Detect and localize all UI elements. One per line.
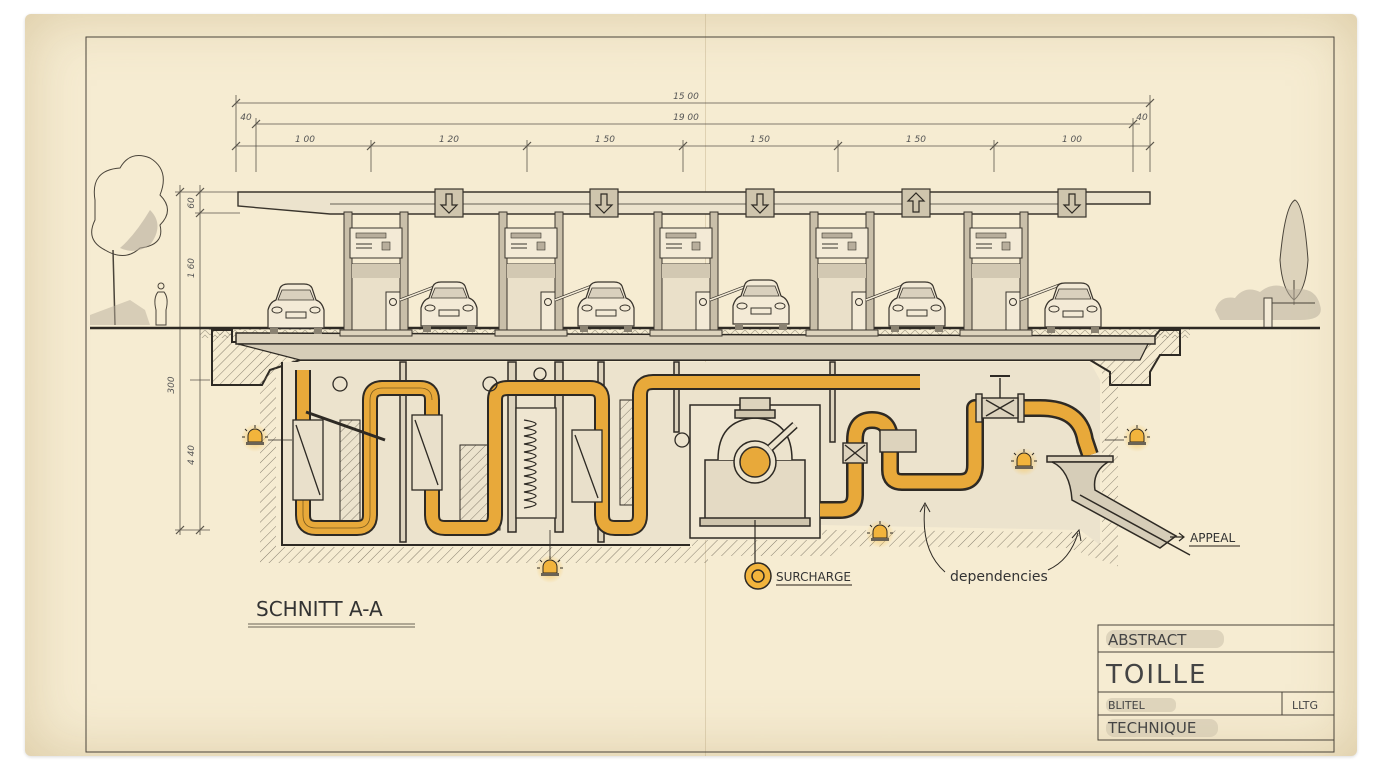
svg-text:1 00: 1 00 xyxy=(295,135,315,145)
lane-sign-1 xyxy=(434,188,464,218)
svg-text:40: 40 xyxy=(240,113,252,123)
arrow-down-icon xyxy=(750,193,770,214)
tree-left-icon xyxy=(90,155,168,326)
alarm-beacon-icon xyxy=(865,519,895,549)
lane-sign-2 xyxy=(589,188,619,218)
title-block-title: TOILLE xyxy=(1105,660,1207,690)
alarm-beacons xyxy=(240,423,1152,584)
lane-signs xyxy=(434,188,1087,218)
pump-unit xyxy=(699,397,811,568)
svg-text:15 00: 15 00 xyxy=(673,92,699,102)
svg-text:1 60: 1 60 xyxy=(187,258,197,278)
arrow-down-icon xyxy=(439,193,459,214)
alarm-beacon-icon xyxy=(1009,447,1039,477)
lane-sign-3 xyxy=(745,188,775,218)
gate-valve-icon xyxy=(842,375,1025,464)
arrow-up-icon xyxy=(906,192,926,213)
title-block xyxy=(1097,624,1335,741)
title-block-abstract: ABSTRACT xyxy=(1108,631,1187,649)
svg-text:60: 60 xyxy=(187,197,197,209)
car-icon xyxy=(1044,282,1102,334)
svg-text:dependencies: dependencies xyxy=(950,569,1048,585)
title-block-code: BLITEL xyxy=(1108,699,1146,712)
pipe-serpentine xyxy=(295,370,920,536)
svg-text:4 40: 4 40 xyxy=(187,445,197,465)
car-icon xyxy=(267,283,325,335)
svg-text:40: 40 xyxy=(1136,113,1148,123)
appeal-callout: APPEAL xyxy=(1170,531,1240,547)
arrow-down-icon xyxy=(594,193,614,214)
section-title: SCHNITT A-A xyxy=(248,597,415,628)
alarm-beacon-icon xyxy=(240,423,270,453)
dependencies-callout: dependencies xyxy=(919,501,1082,585)
svg-text:1 50: 1 50 xyxy=(906,135,926,145)
lane-sign-4 xyxy=(901,188,931,218)
drawing-border xyxy=(85,36,1335,753)
lane-sign-5 xyxy=(1057,188,1087,218)
pipe-discharge xyxy=(820,399,1099,519)
toll-canopy xyxy=(237,191,1151,215)
svg-text:19 00: 19 00 xyxy=(673,113,699,123)
svg-text:1 20: 1 20 xyxy=(439,135,459,145)
title-block-sheet: LLTG xyxy=(1292,699,1318,712)
flap-valves xyxy=(292,367,690,503)
alarm-beacon-icon xyxy=(1122,423,1152,453)
spring-icon xyxy=(515,407,557,519)
svg-text:SURCHARGE: SURCHARGE xyxy=(776,570,851,584)
svg-text:APPEAL: APPEAL xyxy=(1190,531,1235,545)
svg-text:300: 300 xyxy=(167,376,177,393)
svg-text:SCHNITT A-A: SCHNITT A-A xyxy=(256,597,383,621)
surcharge-callout: SURCHARGE xyxy=(744,562,852,590)
svg-text:1 50: 1 50 xyxy=(595,135,615,145)
dimension-lines xyxy=(175,95,1155,535)
outfall-funnel xyxy=(1046,455,1191,556)
alarm-beacon-icon xyxy=(535,554,565,584)
dimension-labels: 15 00 19 00 40 40 1 00 1 20 1 50 1 50 1 … xyxy=(167,92,1148,465)
svg-text:1 50: 1 50 xyxy=(750,135,770,145)
tree-right-icon xyxy=(1215,199,1321,329)
svg-text:1 00: 1 00 xyxy=(1062,135,1082,145)
title-block-technique: TECHNIQUE xyxy=(1107,719,1196,737)
arrow-down-icon xyxy=(1062,193,1082,214)
